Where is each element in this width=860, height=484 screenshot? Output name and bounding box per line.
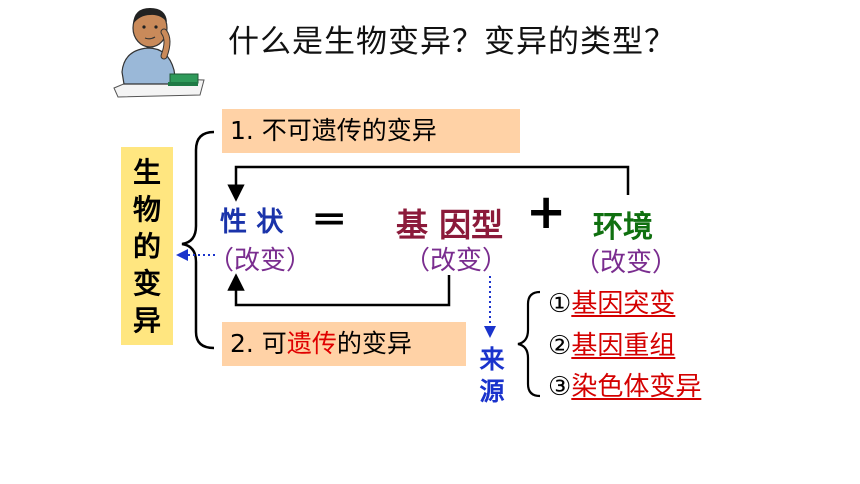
source-item-marker: ③ [548, 372, 572, 402]
thinking-boy-illustration [113, 8, 205, 98]
source-item-gene-recombination: ②基因重组 [548, 325, 675, 362]
trait-label: 性 状 [220, 207, 284, 238]
genotype-label: 基 因型 [396, 206, 504, 244]
side-label-char: 异 [132, 303, 161, 337]
trait-change-label: （改变） [208, 246, 313, 276]
equals-sign: ═ [316, 194, 343, 245]
source-item-text: 基因重组 [571, 331, 676, 361]
non-heritable-variation-text: 1. 不可遗传的变异 [230, 116, 437, 145]
heritable-suffix: 的变异 [336, 329, 412, 358]
genotype-to-trait-arrow [227, 273, 451, 307]
left-brace [181, 130, 215, 350]
source-item-text: 基因突变 [571, 289, 676, 319]
slide-title: 什么是生物变异？变异的类型？ [228, 24, 676, 60]
environment-label: 环境 [593, 210, 653, 245]
side-label-char: 变 [132, 266, 161, 300]
heritable-prefix: 2. 可 [230, 329, 287, 358]
source-label-char: 来 [479, 345, 505, 374]
source-item-marker: ① [548, 289, 572, 319]
source-item-marker: ② [548, 331, 572, 361]
environment-change-label: （改变） [574, 248, 679, 278]
environment-to-trait-arrow [227, 165, 630, 202]
side-label-char: 物 [132, 192, 161, 226]
source-item-gene-mutation: ①基因突变 [548, 283, 675, 320]
sources-brace [517, 290, 541, 398]
biological-variation-label: 生 物 的 变 异 [121, 147, 173, 345]
heritable-highlight: 遗传 [286, 329, 337, 358]
genotype-change-label: （改变） [404, 246, 509, 276]
source-item-chromosome-variation: ③染色体变异 [548, 366, 701, 403]
plus-sign: + [526, 184, 567, 240]
side-label-char: 的 [132, 229, 161, 263]
heritable-variation-box: 2. 可遗传的变异 [222, 322, 466, 366]
side-label-char: 生 [132, 155, 161, 189]
source-label-char: 源 [479, 377, 505, 406]
non-heritable-variation-box: 1. 不可遗传的变异 [222, 109, 520, 153]
source-item-text: 染色体变异 [571, 372, 702, 402]
